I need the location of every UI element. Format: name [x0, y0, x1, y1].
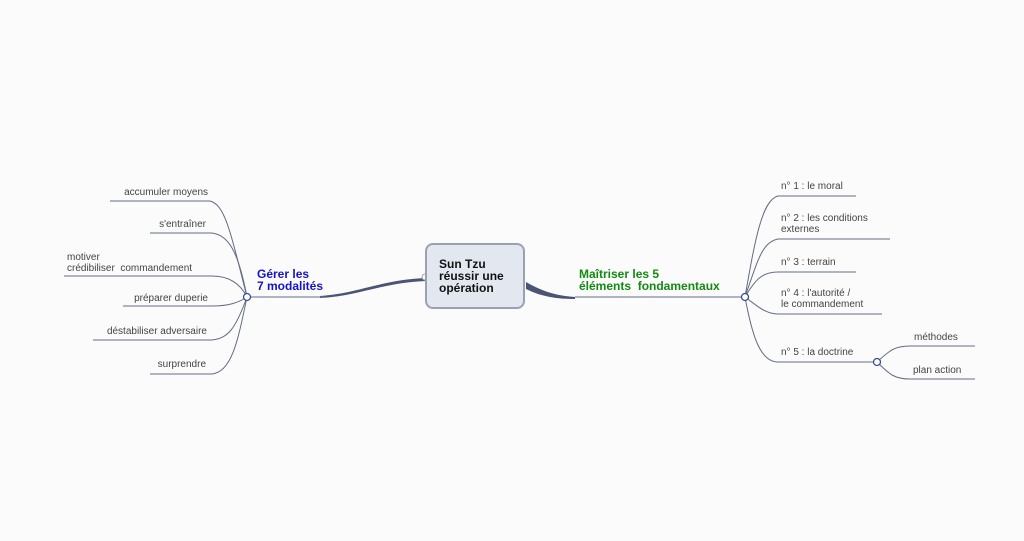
connector-surprendre: [150, 296, 248, 375]
connector-autorite: [744, 296, 882, 315]
node-n1-moral[interactable]: n° 1 : le moral: [781, 181, 843, 192]
junction-dot-doctrine[interactable]: [872, 357, 882, 367]
node-plan-action[interactable]: plan action: [913, 365, 962, 376]
connector-moral: [744, 195, 856, 298]
trunk-right: [526, 282, 575, 299]
node-destabiliser-adversaire[interactable]: déstabiliser adversaire: [106, 326, 207, 337]
connector-methodes: [876, 345, 975, 363]
node-surprendre[interactable]: surprendre: [157, 359, 206, 370]
root-label: Sun Tzu réussir une opération: [439, 257, 504, 295]
connector-destabiliser: [93, 296, 248, 341]
connector-plan: [876, 361, 975, 380]
node-n4-autorite[interactable]: n° 4 : l'autorité / le commandement: [781, 288, 864, 310]
branch-maitriser-label[interactable]: Maîtriser les 5 éléments fondamentaux: [579, 267, 720, 293]
connector-conditions: [744, 238, 890, 298]
node-s-entrainer[interactable]: s'entraîner: [159, 219, 206, 230]
junction-dot-left[interactable]: [242, 292, 252, 302]
node-n2-conditions[interactable]: n° 2 : les conditions externes: [781, 213, 868, 235]
connector-doctrine: [744, 296, 877, 363]
node-n3-terrain[interactable]: n° 3 : terrain: [781, 257, 836, 268]
connector-terrain: [744, 271, 856, 298]
node-preparer-duperie[interactable]: préparer duperie: [134, 293, 208, 304]
connector-entrainer: [150, 232, 248, 298]
node-n5-doctrine[interactable]: n° 5 : la doctrine: [781, 347, 854, 358]
connector-motiver: [64, 275, 248, 298]
right-connectors: [575, 195, 975, 380]
branch-gerer-label[interactable]: Gérer les 7 modalités: [257, 267, 324, 293]
node-methodes[interactable]: méthodes: [914, 332, 958, 343]
node-motiver-crediblliser[interactable]: motiver crédibiliser commandement: [67, 252, 193, 274]
connector-accumuler: [110, 200, 248, 298]
junction-dot-right[interactable]: [740, 292, 750, 302]
node-accumuler-moyens[interactable]: accumuler moyens: [124, 187, 208, 198]
trunk-left: [320, 278, 426, 298]
root-node[interactable]: Sun Tzu réussir une opération: [425, 243, 525, 309]
